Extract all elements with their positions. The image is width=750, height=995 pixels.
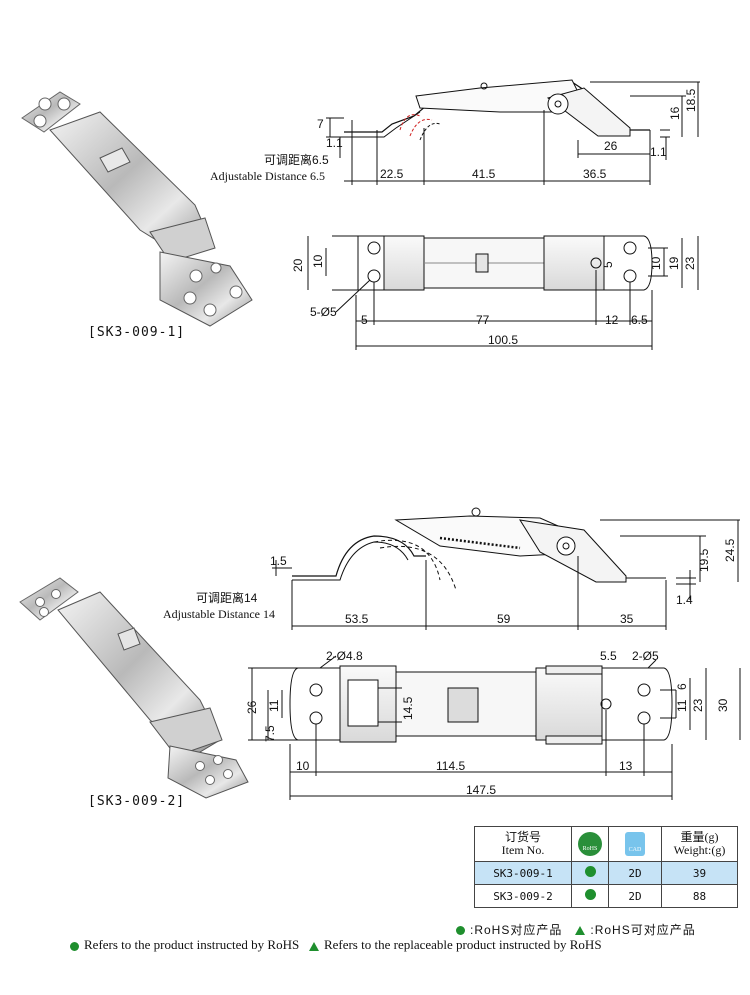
dim-114-5: 114.5 (436, 759, 465, 773)
dim-6-5: 6.5 (631, 313, 648, 327)
dim-10b: 10 (649, 256, 663, 270)
rohs-dot-icon (456, 926, 465, 936)
adjust-en-2: Adjustable Distance 14 (163, 607, 275, 621)
header-weight: 重量(g) Weight:(g) (661, 826, 738, 862)
cell-item: SK3-009-2 (474, 884, 572, 908)
hole-2-d5: 2-Ø5 (632, 649, 659, 663)
header-cad: CAD (608, 826, 662, 862)
replaceable-triangle-icon (575, 926, 586, 936)
adjust-cn-1: 可调距离6.5 (264, 152, 329, 167)
side-view-2 (272, 507, 740, 630)
dim-23: 23 (683, 256, 697, 270)
dim-35: 35 (620, 612, 634, 626)
adjust-cn-2: 可调距离14 (196, 590, 258, 605)
hole-5-d5: 5-Ø5 (310, 305, 337, 319)
dim-36-5: 36.5 (583, 167, 607, 181)
dim-12: 12 (605, 313, 619, 327)
rohs-icon: RoHS (578, 832, 602, 856)
legend-en: Refers to the product instructed by RoHS… (70, 937, 602, 953)
dim-24-5: 24.5 (723, 538, 737, 562)
rohs-dot-icon (584, 866, 596, 877)
dim-16: 16 (668, 106, 682, 120)
dim-10: 10 (296, 759, 310, 773)
dim-20: 20 (291, 258, 305, 272)
dim-26: 26 (245, 700, 259, 714)
adjust-en-1: Adjustable Distance 6.5 (210, 169, 325, 183)
dim-147-5: 147.5 (466, 783, 496, 797)
dim-1-1b: 1.1 (650, 145, 667, 159)
cell-weight: 39 (661, 861, 738, 885)
dim-1-1a: 1.1 (326, 136, 343, 150)
dim-1-4: 1.4 (676, 593, 693, 607)
side-view-1 (326, 79, 700, 185)
dim-14-5: 14.5 (401, 696, 415, 720)
dim-59: 59 (497, 612, 511, 626)
dim-53-5: 53.5 (345, 612, 369, 626)
dim-6: 6 (675, 683, 689, 690)
dim-7: 7 (317, 117, 324, 131)
dim-13: 13 (619, 759, 633, 773)
dim-19: 19 (667, 256, 681, 270)
dim-23: 23 (691, 698, 705, 712)
dim-100-5: 100.5 (488, 333, 518, 347)
dim-77: 77 (476, 313, 490, 327)
item-code-2: [SK3-009-2] (88, 794, 186, 809)
rohs-dot-icon (584, 889, 596, 900)
cell-cad: 2D (608, 861, 662, 885)
latch-photo-2 (19, 577, 249, 799)
dim-5-5: 5.5 (600, 649, 617, 663)
dim-19-5: 19.5 (697, 548, 711, 572)
rohs-dot-icon (70, 941, 79, 951)
dimension-labels: 7 1.1 22.5 41.5 36.5 26 1.1 16 18.5 可调距离… (163, 88, 737, 797)
dim-10a: 10 (311, 254, 325, 268)
hole-2-d4-8: 2-Ø4.8 (326, 649, 363, 663)
dim-11b: 11 (675, 699, 689, 712)
dim-1-5: 1.5 (270, 554, 287, 568)
order-table: 订货号 Item No. RoHS CAD 重量(g) Weight:(g) S… (474, 826, 738, 908)
dim-7-5: 7.5 (263, 725, 277, 742)
dim-11a: 11 (267, 699, 281, 712)
table-row: SK3-009-2 2D 88 (474, 884, 738, 908)
dim-5b: 5 (601, 261, 615, 268)
item-code-1: [SK3-009-1] (88, 325, 186, 340)
cell-rohs (571, 861, 609, 885)
header-rohs: RoHS (571, 826, 609, 862)
dim-18-5: 18.5 (684, 88, 698, 112)
dim-5a: 5 (361, 313, 368, 327)
dim-22-5: 22.5 (380, 167, 404, 181)
table-header: 订货号 Item No. RoHS CAD 重量(g) Weight:(g) (474, 826, 738, 862)
dim-26: 26 (604, 139, 618, 153)
cell-weight: 88 (661, 884, 738, 908)
cad-file-icon: CAD (625, 832, 645, 856)
cell-item: SK3-009-1 (474, 861, 572, 885)
dim-30: 30 (716, 698, 730, 712)
cell-cad: 2D (608, 884, 662, 908)
cell-rohs (571, 884, 609, 908)
plan-view-1 (307, 235, 699, 350)
table-row: SK3-009-1 2D 39 (474, 861, 738, 885)
dim-41-5: 41.5 (472, 167, 496, 181)
header-item: 订货号 Item No. (474, 826, 572, 862)
legend-cn: :RoHS对应产品 :RoHS可对应产品 (456, 921, 696, 938)
latch-photo-1 (21, 91, 253, 327)
plan-view-2 (248, 655, 741, 800)
replaceable-triangle-icon (308, 941, 319, 951)
